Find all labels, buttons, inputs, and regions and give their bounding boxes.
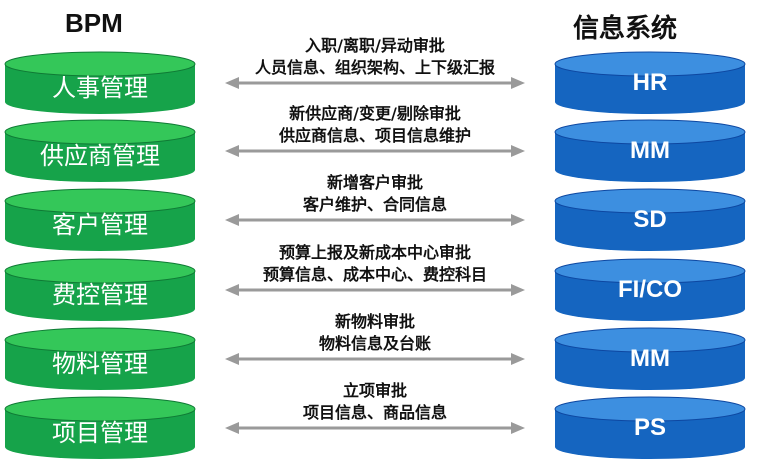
system-module-label: SD bbox=[633, 206, 667, 233]
system-module-5: MM bbox=[553, 326, 747, 392]
approval-process-text: 新供应商/变更/剔除审批 bbox=[289, 104, 461, 123]
integration-link-2: 新供应商/变更/剔除审批供应商信息、项目信息维护 bbox=[205, 102, 545, 168]
system-module-label: HR bbox=[632, 69, 668, 96]
master-data-text: 物料信息及台账 bbox=[318, 334, 431, 353]
master-data-text: 客户维护、合同信息 bbox=[302, 195, 447, 214]
bpm-header: BPM bbox=[65, 8, 123, 38]
system-module-label: MM bbox=[630, 137, 670, 164]
approval-process-text: 预算上报及新成本中心审批 bbox=[278, 243, 471, 262]
system-module-4: FI/CO bbox=[553, 257, 747, 323]
bpm-module-3: 客户管理 bbox=[3, 187, 197, 253]
master-data-text: 人员信息、组织架构、上下级汇报 bbox=[254, 58, 495, 77]
bpm-module-1: 人事管理 bbox=[3, 50, 197, 116]
integration-link-5: 新物料审批物料信息及台账 bbox=[205, 310, 545, 376]
integration-link-4: 预算上报及新成本中心审批预算信息、成本中心、费控科目 bbox=[205, 241, 545, 307]
integration-link-6: 立项审批项目信息、商品信息 bbox=[205, 379, 545, 445]
approval-process-text: 立项审批 bbox=[342, 381, 407, 400]
bpm-module-4: 费控管理 bbox=[3, 257, 197, 323]
system-module-2: MM bbox=[553, 118, 747, 184]
system-module-3: SD bbox=[553, 187, 747, 253]
master-data-text: 预算信息、成本中心、费控科目 bbox=[262, 265, 487, 284]
approval-process-text: 入职/离职/异动审批 bbox=[305, 36, 445, 55]
approval-process-text: 新增客户审批 bbox=[326, 173, 423, 192]
bpm-module-2: 供应商管理 bbox=[3, 118, 197, 184]
bpm-module-label: 费控管理 bbox=[52, 281, 148, 309]
bpm-module-label: 供应商管理 bbox=[40, 142, 160, 170]
bpm-module-label: 客户管理 bbox=[52, 211, 148, 239]
system-module-6: PS bbox=[553, 395, 747, 461]
master-data-text: 项目信息、商品信息 bbox=[302, 403, 447, 422]
bpm-module-label: 项目管理 bbox=[52, 419, 148, 447]
approval-process-text: 新物料审批 bbox=[334, 312, 415, 331]
integration-link-3: 新增客户审批客户维护、合同信息 bbox=[205, 171, 545, 237]
bpm-module-label: 人事管理 bbox=[52, 74, 148, 102]
master-data-text: 供应商信息、项目信息维护 bbox=[278, 126, 471, 145]
bpm-module-6: 项目管理 bbox=[3, 395, 197, 461]
integration-link-1: 入职/离职/异动审批人员信息、组织架构、上下级汇报 bbox=[205, 34, 545, 100]
bpm-module-label: 物料管理 bbox=[52, 350, 148, 378]
system-module-label: PS bbox=[633, 414, 666, 441]
system-module-1: HR bbox=[553, 50, 747, 116]
system-module-label: MM bbox=[630, 345, 670, 372]
system-module-label: FI/CO bbox=[618, 276, 682, 303]
bpm-module-5: 物料管理 bbox=[3, 326, 197, 392]
systems-header: 信息系统 bbox=[573, 13, 678, 43]
